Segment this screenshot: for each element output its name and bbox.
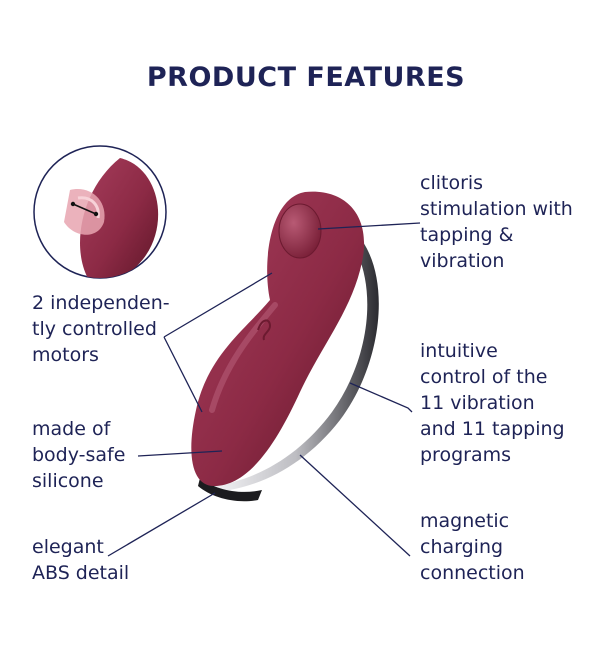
motor-detail-zoom: [33, 145, 167, 279]
feature-stimulation-line: vibration: [420, 250, 505, 272]
feature-stimulation-line: stimulation with: [420, 198, 573, 220]
feature-material-line: silicone: [32, 470, 104, 492]
device-body: [191, 191, 379, 502]
feature-stimulation-line: clitoris: [420, 172, 484, 194]
feature-control-line: control of the: [420, 366, 548, 388]
callout-line-motors: [163, 272, 273, 413]
feature-control-line: programs: [420, 444, 512, 466]
feature-motors-line: motors: [32, 344, 99, 366]
feature-control-line: intuitive: [420, 340, 498, 362]
feature-charging-line: magnetic: [420, 510, 510, 532]
stimulation-head: [279, 204, 321, 258]
callout-line-detail: [107, 492, 216, 557]
feature-detail-line: ABS detail: [32, 562, 130, 584]
feature-control: intuitive control of the 11 vibration an…: [420, 338, 565, 468]
feature-material-line: made of: [32, 418, 111, 440]
callout-line-charging: [299, 454, 411, 557]
logo-mark: [257, 319, 272, 341]
feature-motors-line: 2 independen-: [32, 292, 170, 314]
feature-charging: magnetic charging connection: [420, 508, 525, 586]
feature-motors-line: tly controlled: [32, 318, 157, 340]
callout-line-stimulation: [317, 222, 421, 230]
feature-material: made of body-safe silicone: [32, 416, 125, 494]
feature-charging-line: connection: [420, 562, 525, 584]
feature-control-line: and 11 tapping: [420, 418, 565, 440]
feature-stimulation: clitoris stimulation with tapping & vibr…: [420, 170, 573, 274]
callout-lines: [107, 222, 421, 557]
callout-line-material: [137, 450, 223, 457]
feature-stimulation-line: tapping &: [420, 224, 514, 246]
feature-control-line: 11 vibration: [420, 392, 535, 414]
feature-charging-line: charging: [420, 536, 504, 558]
feature-detail: elegant ABS detail: [32, 534, 129, 586]
page-title: PRODUCT FEATURES: [146, 62, 466, 93]
feature-material-line: body-safe: [32, 444, 126, 466]
feature-motors: 2 independen- tly controlled motors: [32, 290, 170, 368]
feature-detail-line: elegant: [32, 536, 104, 558]
callout-line-control: [349, 382, 413, 413]
